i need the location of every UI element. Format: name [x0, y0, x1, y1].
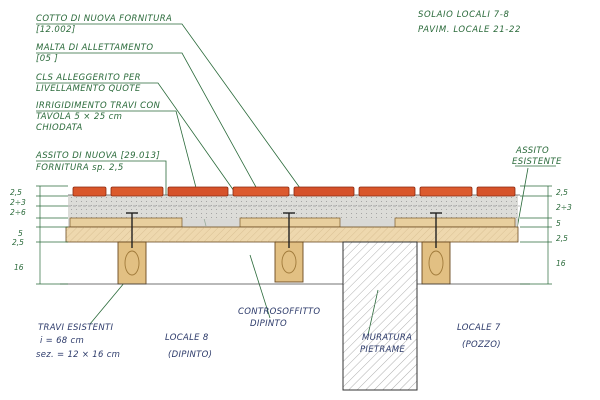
floor-section: [60, 186, 530, 391]
label-controsoffitto-2: DIPINTO: [250, 319, 287, 329]
dim-right-3: 5: [556, 219, 561, 228]
dim-right-5: 16: [556, 259, 566, 268]
dim-left-5: 2,5: [12, 238, 24, 247]
dim-left-3: 2÷6: [10, 208, 26, 217]
leader-cotto: [36, 23, 301, 189]
label-irrigidimento-2: TAVOLA 5 × 25 cm: [36, 112, 122, 122]
beam-2: [274, 241, 304, 283]
label-cls-1: CLS ALLEGGERITO PER: [36, 73, 141, 83]
header-line-2: PAVIM. LOCALE 21-22: [418, 25, 521, 35]
beams: [117, 241, 451, 285]
dim-left-6: 16: [14, 263, 24, 272]
dimensions-right: 2,5 2÷3 5 2,5 16: [520, 185, 572, 285]
tile-row: [72, 186, 516, 197]
label-assito-esistente-1: ASSITO: [515, 146, 549, 156]
label-muratura-2: PIETRAME: [360, 345, 405, 355]
label-travi-1: TRAVI ESISTENTI: [38, 323, 113, 333]
stiffening-plank-2: [239, 217, 341, 228]
label-malta-1: MALTA DI ALLETTAMENTO: [36, 43, 153, 53]
stiffening-plank-3: [394, 217, 516, 228]
label-locale-8-1: LOCALE 8: [165, 333, 209, 343]
stiffening-plank-1: [69, 217, 183, 228]
label-assito-nuovo-2: FORNITURA sp. 2,5: [36, 163, 124, 173]
label-locale-7-2: (POZZO): [462, 340, 501, 350]
label-muratura-1: MURATURA: [362, 333, 412, 343]
stone-wall: [342, 241, 418, 391]
dim-right-2: 2÷3: [556, 203, 572, 212]
leader-malta: [36, 52, 263, 199]
dim-left-2: 2÷3: [10, 198, 26, 207]
label-locale-7-1: LOCALE 7: [457, 323, 501, 333]
dim-right-1: 2,5: [556, 188, 568, 197]
connectors: [126, 212, 442, 248]
label-irrigidimento-3: CHIODATA: [36, 123, 83, 133]
label-irrigidimento-1: IRRIGIDIMENTO TRAVI CON: [36, 101, 161, 111]
beam-1: [117, 241, 147, 285]
dimensions-left: 2,5 2÷3 2÷6 5 2,5 16: [10, 185, 68, 285]
layer-labels: COTTO DI NUOVA FORNITURA [12.002] MALTA …: [35, 14, 172, 173]
dim-left-1: 2,5: [10, 188, 22, 197]
header-line-1: SOLAIO LOCALI 7-8: [418, 10, 509, 20]
label-assito-esistente-2: ESISTENTE: [512, 157, 562, 167]
dim-right-4: 2,5: [556, 234, 568, 243]
label-assito-nuovo-1: ASSITO DI NUOVA [29.013]: [35, 151, 160, 161]
leader-cls: [36, 82, 247, 209]
label-cotto-1: COTTO DI NUOVA FORNITURA: [36, 14, 172, 24]
label-cls-2: LIVELLAMENTO QUOTE: [36, 84, 141, 94]
label-locale-8-2: (DIPINTO): [168, 350, 212, 360]
label-controsoffitto-1: CONTROSOFFITTO: [238, 307, 320, 317]
dim-left-4: 5: [18, 229, 23, 238]
leader-lines: [36, 23, 556, 336]
beam-3: [421, 241, 451, 285]
label-malta-2: [05 ]: [36, 54, 58, 64]
label-travi-2: i = 68 cm: [40, 336, 84, 346]
label-travi-3: sez. = 12 × 16 cm: [36, 350, 120, 360]
label-cotto-2: [12.002]: [36, 25, 76, 35]
leader-controsoffitto: [249, 254, 271, 319]
